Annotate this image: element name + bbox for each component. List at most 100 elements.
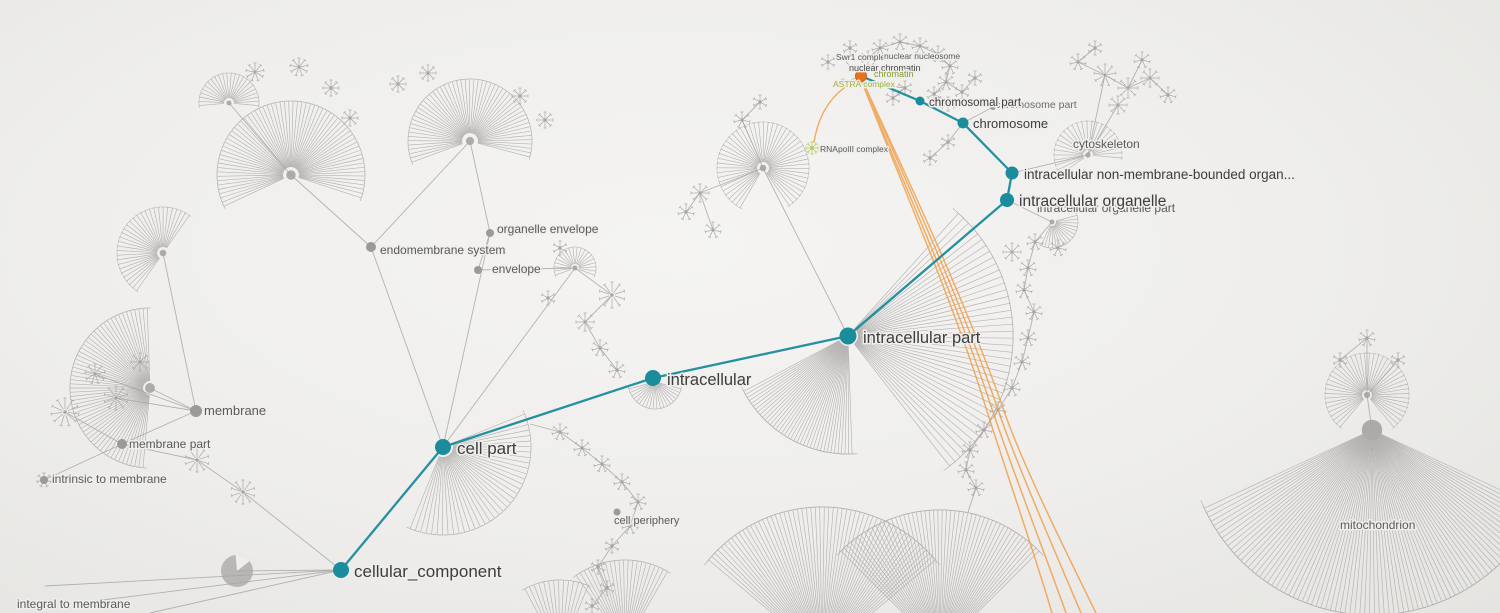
chromosome-part-node[interactable] [990, 104, 996, 110]
term-label: chromosome part [995, 99, 1077, 111]
fan-cluster [741, 329, 858, 455]
node-chromosome[interactable] [957, 117, 969, 129]
membrane-node[interactable] [190, 405, 202, 417]
graph-edge [442, 232, 491, 448]
graph-edge [962, 106, 994, 124]
graph-edge [290, 174, 372, 248]
burst-glyph [289, 57, 309, 77]
graph-edge [879, 41, 901, 49]
burst-glyph [1117, 77, 1139, 99]
graph-edge [228, 102, 292, 176]
graph-edge [929, 141, 949, 159]
organelle-envelope-node[interactable] [486, 229, 494, 237]
path-node-label: cellular_component [354, 562, 502, 581]
path-node-label: chromosomal part [929, 97, 1022, 109]
path-node-label: intracellular [667, 371, 752, 389]
fan-cluster [716, 121, 810, 210]
graph-edge [741, 119, 764, 169]
burst-glyph [629, 493, 647, 511]
fan-cluster [704, 506, 940, 613]
selected-path-edges [339, 74, 1014, 572]
graph-edge [44, 569, 342, 587]
node-cellular-component[interactable] [333, 562, 349, 578]
burst-glyph [130, 352, 150, 372]
graph-edge [1339, 337, 1368, 361]
intrinsic-to-membrane-node[interactable] [40, 476, 48, 484]
path-node-label: intracellular part [863, 329, 981, 347]
path-edge [339, 445, 445, 572]
graph-edge [1366, 394, 1373, 431]
path-node-label: cell part [457, 439, 517, 458]
graph-edge [1149, 77, 1169, 96]
highlight-burst-glyph [879, 69, 889, 79]
burst-glyph [690, 183, 710, 203]
burst-glyph [230, 479, 256, 505]
background-clusters [69, 72, 1500, 613]
burst-glyph [322, 79, 340, 97]
term-label: chromatin [874, 69, 914, 79]
burst-glyph [50, 397, 80, 427]
fan-cluster [198, 72, 260, 108]
envelope-node[interactable] [474, 266, 482, 274]
graph-edge [933, 93, 949, 105]
term-label: cytoskeleton [1073, 137, 1140, 151]
node-chromosomal-part[interactable] [915, 96, 925, 106]
term-label: mitochondrion [1340, 518, 1415, 532]
node-intracellular-part[interactable] [839, 327, 857, 345]
graph-edge-chain [574, 267, 618, 371]
burst-glyph [820, 54, 836, 70]
graph-edge [937, 53, 951, 67]
term-label: envelope [492, 262, 541, 276]
graph-edge [43, 443, 123, 481]
graph-edge [1006, 199, 1053, 223]
path-edge [918, 99, 965, 125]
burst-glyph [1002, 242, 1022, 262]
term-label: ASTRA complex [833, 79, 896, 89]
orange-curve [861, 81, 1067, 613]
term-label: intracellular organelle part [1037, 201, 1176, 215]
focus-node[interactable] [855, 70, 867, 82]
highlight-burst-glyph [838, 78, 848, 88]
node-cell-part[interactable] [435, 439, 451, 455]
burst-glyph [1019, 259, 1037, 277]
burst-glyph [341, 109, 359, 127]
node-intracellular-organelle[interactable] [1000, 193, 1014, 207]
node-intracellular[interactable] [645, 370, 661, 386]
graph-edge-chain [965, 221, 1053, 513]
graph-edge [121, 443, 198, 461]
path-edge [961, 121, 1014, 175]
node-intracellular-non-membrane-bounded-organ[interactable] [1005, 166, 1019, 180]
endomembrane-system-node[interactable] [366, 242, 376, 252]
graph-edge [477, 267, 576, 271]
burst-glyph [419, 64, 437, 82]
graph-edge [1077, 61, 1106, 76]
burst-glyph [1049, 239, 1067, 257]
graph-edge [1127, 59, 1143, 89]
cell-periphery-node[interactable] [613, 508, 621, 516]
graph-edge [370, 246, 444, 448]
fan-cluster [1324, 352, 1410, 429]
burst-glyph [891, 33, 909, 51]
graph-edge [149, 569, 342, 613]
orange-curve [813, 79, 858, 143]
graph-edge [1087, 104, 1119, 156]
graph-edge [1011, 154, 1089, 174]
burst-glyph [598, 281, 626, 309]
path-edge [441, 376, 655, 449]
fan-cluster [521, 579, 592, 613]
graph-edge [867, 47, 881, 59]
graph-edge [933, 81, 947, 95]
burst-glyph [552, 240, 568, 256]
membrane-part-node[interactable] [117, 439, 127, 449]
burst-glyph [511, 87, 529, 105]
term-label: intrinsic to membrane [52, 472, 167, 486]
burst-glyph [1025, 303, 1043, 321]
graph-edge [149, 387, 197, 412]
fan-cluster [1039, 213, 1079, 249]
graph-edge [196, 459, 244, 493]
path-node-label: intracellular non-membrane-bounded organ… [1024, 167, 1295, 182]
path-node-label: chromosome [973, 116, 1048, 131]
